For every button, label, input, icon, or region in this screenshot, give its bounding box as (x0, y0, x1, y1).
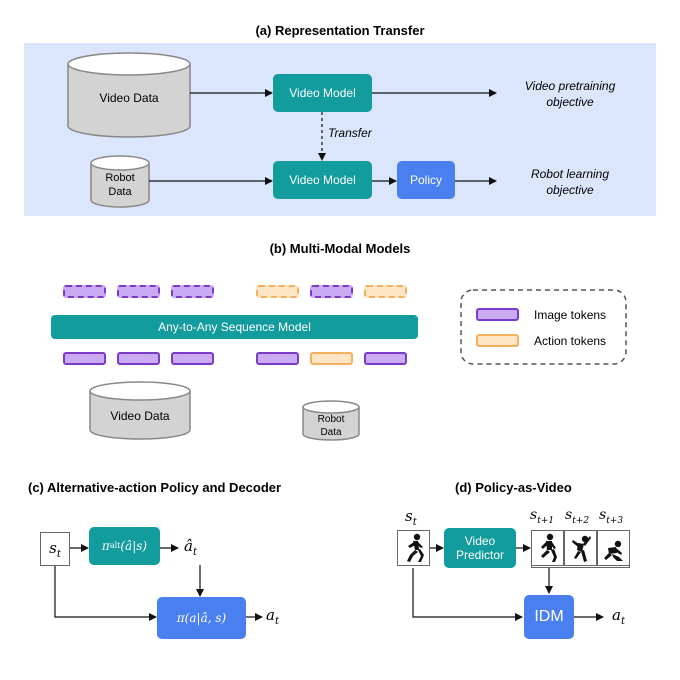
action-base-c: a (266, 606, 275, 624)
alt-policy-arg: (â|s) (120, 538, 148, 553)
robot-data-label-b: Robot Data (317, 414, 345, 438)
image-token (256, 352, 299, 365)
future-state-2: st+2 (565, 507, 589, 526)
legend-action-swatch (476, 334, 519, 347)
alt-action-base: â (184, 537, 193, 555)
image-token (310, 285, 353, 298)
legend-image-swatch (476, 308, 519, 321)
state-base-c: s (49, 538, 57, 557)
frame-t3 (597, 530, 630, 566)
alt-policy-pi: π (101, 538, 110, 553)
action-label-d: at (612, 606, 625, 627)
legend-action-label: Action tokens (534, 334, 607, 348)
state-sub-d: t (412, 517, 417, 528)
robot-data-text-a: Robot Data (105, 172, 135, 198)
state-box-c: st (40, 532, 70, 566)
future-state-3-base: s (599, 507, 607, 523)
future-state-1-base: s (530, 507, 538, 523)
future-state-2-base: s (565, 507, 573, 523)
panel-a-title: (a) Representation Transfer (255, 23, 425, 38)
action-token (256, 285, 299, 298)
sequence-model-bar: Any-to-Any Sequence Model (51, 315, 418, 339)
future-state-3: st+3 (599, 507, 623, 526)
running-figure-icon (540, 533, 557, 562)
action-sub-c: t (274, 616, 279, 627)
video-data-label-a: Video Data (99, 91, 159, 105)
idm-box: IDM (524, 595, 574, 639)
video-data-cylinder-b (89, 381, 191, 440)
robot-data-cylinder-a (90, 155, 150, 208)
alt-policy-sub: alt (109, 541, 121, 551)
image-token (171, 352, 214, 365)
future-state-1: st+1 (530, 507, 554, 526)
robot-data-label-a: Robot Data (91, 172, 149, 200)
state-base-d: s (405, 507, 413, 525)
transfer-label: Transfer (328, 126, 372, 140)
state-sub-c: t (56, 548, 61, 560)
alt-action-sub: t (192, 547, 197, 558)
alt-action-label: ât (184, 537, 197, 558)
robot-objective-label: Robot learning objective (530, 167, 610, 197)
legend-image-label: Image tokens (534, 308, 607, 322)
decoder-box: π(a|â, s) (157, 597, 246, 639)
action-label-c: at (266, 606, 279, 627)
robot-data-cylinder-b (302, 400, 360, 441)
frame-current (397, 530, 430, 566)
image-token (364, 352, 407, 365)
jumping-figure-icon (571, 535, 591, 562)
video-predictor-box: Video Predictor (444, 528, 516, 568)
crouching-figure-icon (603, 540, 623, 561)
policy-box: Policy (397, 161, 455, 199)
action-sub-d: t (620, 616, 625, 627)
action-token (364, 285, 407, 298)
image-token (117, 285, 160, 298)
panel-d-title: (d) Policy-as-Video (455, 480, 572, 495)
panel-c-title: (c) Alternative-action Policy and Decode… (28, 480, 282, 495)
frame-t1 (531, 530, 564, 566)
running-figure-icon (406, 533, 424, 562)
state-symbol-c: st (49, 539, 61, 560)
state-label-d: st (405, 507, 417, 528)
panel-b-title: (b) Multi-Modal Models (269, 241, 411, 256)
future-state-3-sub: t+3 (606, 515, 624, 526)
action-token (310, 352, 353, 365)
image-token (171, 285, 214, 298)
video-model-box-top: Video Model (273, 74, 372, 112)
frame-t2 (564, 530, 597, 566)
image-token (63, 285, 106, 298)
image-token (117, 352, 160, 365)
video-data-label-b: Video Data (110, 409, 170, 423)
video-data-cylinder-a (67, 52, 191, 138)
image-token (63, 352, 106, 365)
video-model-box-bottom: Video Model (273, 161, 372, 199)
future-state-1-sub: t+1 (537, 515, 555, 526)
action-base-d: a (612, 606, 621, 624)
future-state-2-sub: t+2 (572, 515, 590, 526)
legend-box (460, 289, 627, 365)
video-objective-label: Video pretraining objective (524, 79, 616, 109)
